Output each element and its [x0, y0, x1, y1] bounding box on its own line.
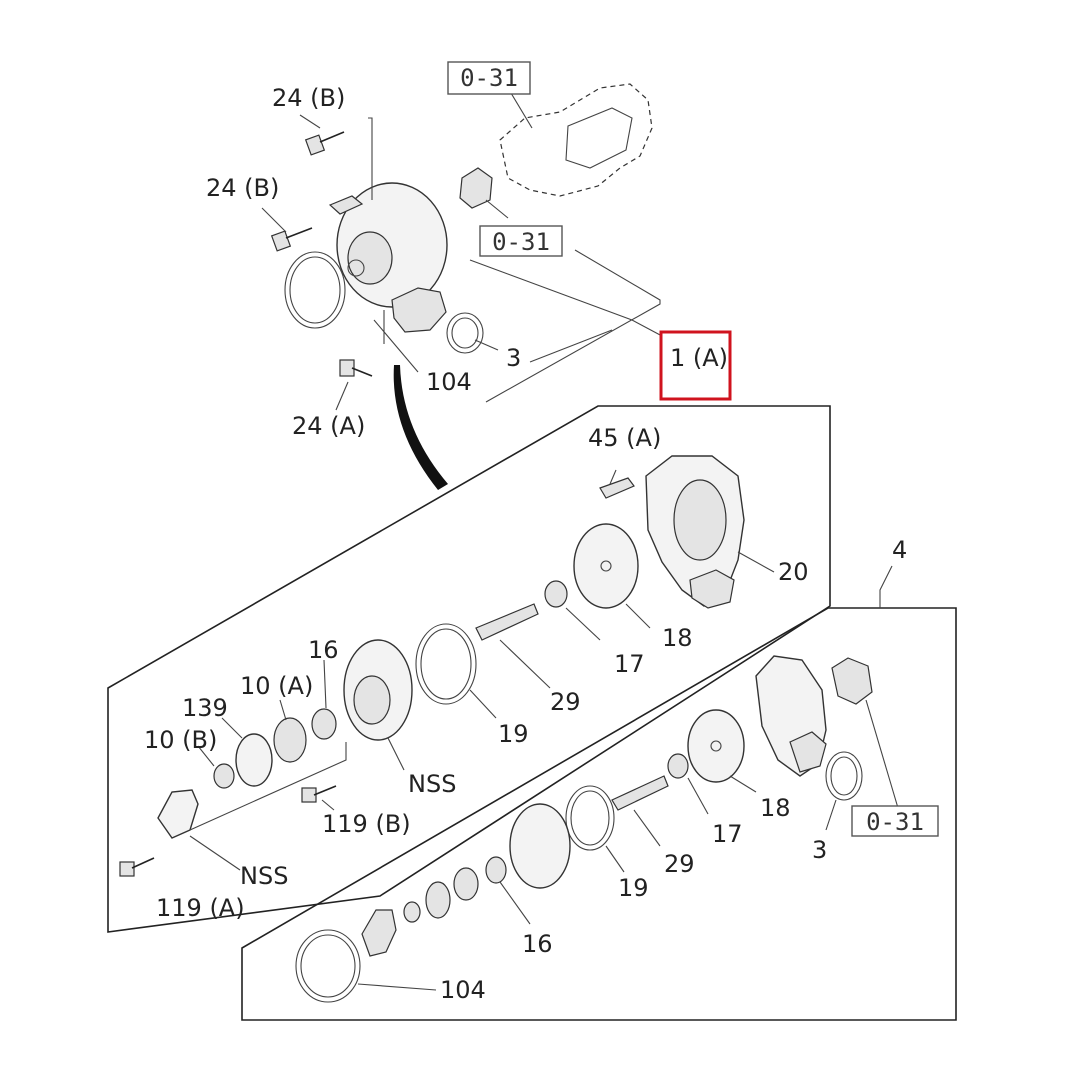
bearing-body-b	[509, 803, 571, 889]
label-45a: 45 (A)	[588, 424, 661, 452]
pipe-45a	[599, 477, 635, 499]
housing-20-bore	[673, 479, 727, 561]
o-ring-large	[284, 251, 346, 329]
ref-box-031-top: 0-31	[447, 61, 531, 95]
label-119a: 119 (A)	[156, 894, 245, 922]
label-4: 4	[892, 536, 907, 564]
o-ring-small-inner	[451, 317, 479, 349]
label-24b-top: 24 (B)	[272, 84, 345, 112]
shaft-29b	[611, 775, 669, 811]
gasket-4	[831, 657, 873, 705]
pump-shaft-end	[347, 259, 365, 277]
middle-panel-frame	[107, 405, 831, 933]
label-16-bottom: 16	[522, 930, 553, 958]
pump-hub	[347, 231, 393, 285]
o-ring-large-inner	[289, 256, 341, 324]
bolt-24a	[339, 359, 373, 377]
highlight-box-1a	[659, 330, 732, 401]
bolt-24b-top	[304, 131, 345, 156]
bolt-119b	[301, 785, 337, 803]
bottom-panel	[241, 565, 957, 1021]
label-139: 139	[182, 694, 228, 722]
cover-outline	[499, 83, 653, 197]
label-19-mid: 19	[498, 720, 529, 748]
label-19-bottom: 19	[618, 874, 649, 902]
bracket-nss	[157, 789, 199, 839]
part-labels: 24 (B) 24 (B) 24 (A) 104 3 1 (A) 45 (A) …	[144, 84, 907, 1004]
label-3-top: 3	[506, 344, 521, 372]
label-1a: 1 (A)	[670, 344, 728, 372]
pipe-fitting	[328, 195, 364, 215]
impeller-18b	[687, 709, 745, 783]
label-18-bottom: 18	[760, 794, 791, 822]
gear-139	[235, 733, 273, 787]
bearing-16b	[485, 856, 507, 884]
label-17-bottom: 17	[712, 820, 743, 848]
bolt-24b-left	[270, 227, 313, 252]
label-16-mid: 16	[308, 636, 339, 664]
label-29-mid: 29	[550, 688, 581, 716]
bearing-10a	[273, 717, 307, 763]
housing-20-flange	[689, 569, 735, 609]
top-assembly	[261, 83, 663, 490]
ref-031-bottom-text: 0-31	[866, 808, 924, 836]
label-3-bottom: 3	[812, 836, 827, 864]
o-ring-3	[825, 751, 863, 801]
label-104-top: 104	[426, 368, 472, 396]
washer-10b	[213, 763, 235, 789]
o-ring-19b	[565, 785, 615, 851]
bottom-panel-frame	[241, 607, 957, 1021]
label-104-bottom: 104	[440, 976, 486, 1004]
o-ring-small	[446, 312, 484, 354]
ref-031-mid-text: 0-31	[492, 228, 550, 256]
gasket	[459, 167, 493, 209]
label-24b-left: 24 (B)	[206, 174, 279, 202]
seal-17	[544, 580, 568, 608]
impeller-18	[573, 523, 639, 609]
label-17-mid: 17	[614, 650, 645, 678]
bolt-119a	[119, 857, 155, 877]
label-119b: 119 (B)	[322, 810, 411, 838]
seal-17b	[667, 753, 689, 779]
label-29-bottom: 29	[664, 850, 695, 878]
impeller-18-center	[600, 560, 612, 572]
cover-inner	[565, 107, 633, 169]
label-nss-mid: NSS	[408, 770, 456, 798]
expand-arrow	[393, 365, 448, 490]
ref-box-031-mid: 0-31	[479, 225, 563, 257]
label-10b: 10 (B)	[144, 726, 217, 754]
o-ring-104b	[295, 929, 361, 1003]
bracket-b	[361, 909, 397, 957]
label-18-mid: 18	[662, 624, 693, 652]
bearing-16	[311, 708, 337, 740]
ref-031-top-text: 0-31	[460, 64, 518, 92]
flange	[391, 287, 447, 333]
middle-panel	[107, 405, 831, 933]
label-10a: 10 (A)	[240, 672, 313, 700]
shaft-29	[475, 603, 539, 641]
label-20: 20	[778, 558, 809, 586]
o-ring-19	[415, 623, 477, 705]
label-24a: 24 (A)	[292, 412, 365, 440]
ref-box-031-bottom: 0-31	[851, 805, 939, 837]
label-nss-left: NSS	[240, 862, 288, 890]
